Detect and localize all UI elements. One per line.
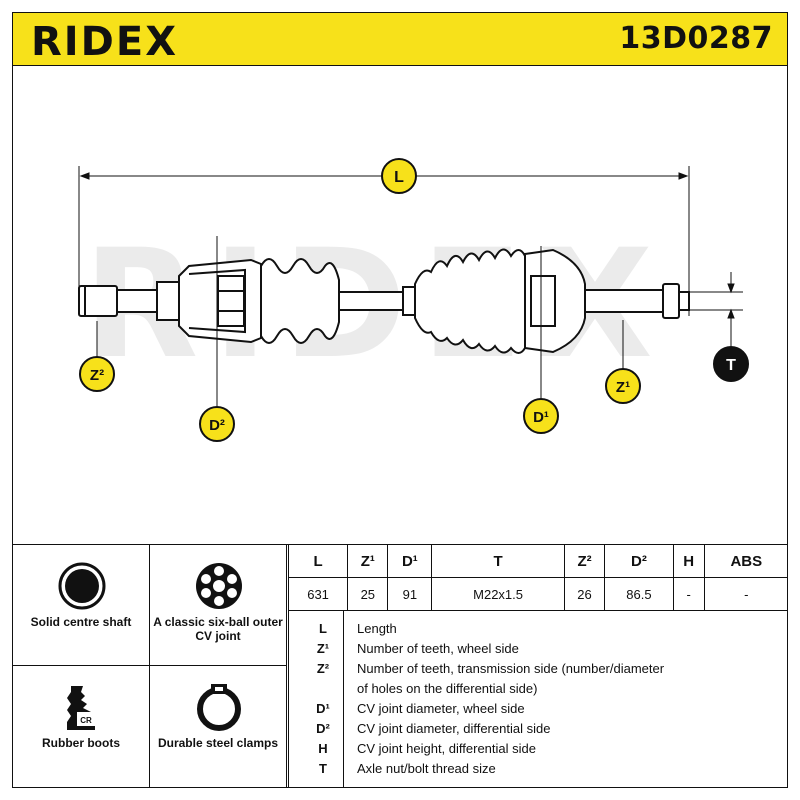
spec-value: -	[703, 577, 788, 611]
spec-panel: Solid centre shaft A classic six-ball ou…	[12, 544, 788, 788]
feature-six-ball-joint: A classic six-ball outer CV joint	[150, 545, 287, 666]
feature-solid-shaft: Solid centre shaft	[13, 545, 150, 666]
spec-header: H	[672, 545, 705, 578]
spec-header: D¹	[387, 545, 433, 578]
marker-Z2	[79, 356, 115, 392]
spec-header: ABS	[703, 545, 788, 578]
six-ball-joint-icon	[196, 563, 242, 609]
spec-value: 26	[563, 577, 606, 611]
spec-value: 86.5	[604, 577, 674, 611]
legend-text: CV joint height, differential side	[357, 741, 536, 756]
spec-header: L	[287, 545, 349, 578]
spec-value-row: 631 25 91 M22x1.5 26 86.5 - -	[287, 577, 788, 611]
technical-drawing: RIDEX L	[12, 66, 788, 544]
feature-label: Durable steel clamps	[157, 736, 279, 750]
legend-text: Number of teeth, wheel side	[357, 641, 519, 656]
legend: L Length Z¹ Number of teeth, wheel side Z²…	[288, 611, 789, 787]
legend-text: Axle nut/bolt thread size	[357, 761, 496, 776]
drive-shaft	[78, 248, 690, 354]
marker-D1-label: D¹	[533, 409, 549, 426]
feature-label: Solid centre shaft	[30, 615, 132, 629]
spec-header: D²	[604, 545, 674, 578]
header-bar: RIDEX 13D0287	[12, 12, 788, 66]
spec-value: M22x1.5	[431, 577, 565, 611]
feature-grid: Solid centre shaft A classic six-ball ou…	[13, 545, 288, 787]
spec-header-row: L Z¹ D¹ T Z² D² H ABS	[287, 545, 788, 578]
rubber-boot-icon: CR	[67, 686, 95, 730]
spec-value: 91	[387, 577, 433, 611]
marker-L-label: L	[394, 169, 404, 186]
spec-table: L Z¹ D¹ T Z² D² H ABS 631 25 91 M22x1.5 …	[287, 545, 788, 611]
legend-text: CV joint diameter, wheel side	[357, 701, 525, 716]
feature-steel-clamps: Durable steel clamps	[150, 666, 287, 787]
spec-value: 631	[287, 577, 349, 611]
logo-text: RIDEX	[31, 19, 178, 63]
marker-D2-label: D²	[209, 417, 225, 434]
thread-dimension	[689, 272, 743, 346]
marker-L	[381, 158, 417, 194]
marker-D2	[199, 406, 235, 442]
drive-shaft-diagram: RIDEX L	[78, 158, 749, 442]
ridex-logo: RIDEX	[31, 19, 178, 63]
spec-header: Z²	[563, 545, 606, 578]
legend-text: of holes on the differential side)	[357, 681, 538, 696]
legend-key: Z²	[316, 661, 330, 676]
spec-header: Z¹	[347, 545, 389, 578]
feature-rubber-boots: CR Rubber boots	[13, 666, 150, 787]
spec-value: -	[672, 577, 705, 611]
marker-Z1	[605, 368, 641, 404]
marker-D1	[523, 398, 559, 434]
legend-key: T	[319, 761, 327, 776]
steel-clamp-icon	[197, 684, 241, 731]
spec-value: 25	[347, 577, 389, 611]
legend-text: Length	[357, 621, 397, 636]
solid-circle-icon	[58, 562, 106, 610]
marker-T	[713, 346, 749, 382]
part-number: 13D0287	[619, 21, 773, 56]
feature-label: Rubber boots	[42, 736, 120, 750]
cr-label: CR	[80, 716, 92, 725]
spec-header: T	[431, 545, 565, 578]
marker-Z2-label: Z²	[90, 367, 104, 384]
legend-key: D¹	[316, 701, 330, 716]
legend-text: Number of teeth, transmission side (numb…	[357, 661, 665, 676]
leader-lines	[96, 236, 624, 406]
feature-label: A classic six-ball outer CV joint	[153, 615, 283, 643]
legend-key: H	[318, 741, 328, 756]
legend-divider	[343, 611, 344, 787]
marker-Z1-label: Z¹	[616, 379, 630, 396]
legend-text: CV joint diameter, differential side	[357, 721, 551, 736]
legend-key: D²	[316, 721, 330, 736]
legend-key: Z¹	[316, 641, 330, 656]
marker-T-label: T	[726, 357, 736, 374]
legend-key: L	[319, 621, 327, 636]
